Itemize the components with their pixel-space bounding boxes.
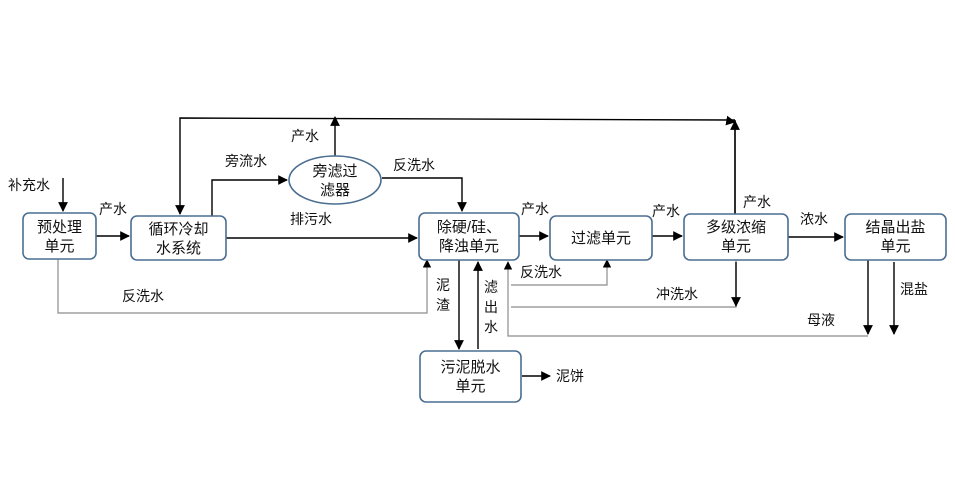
label-product1: 产水 (99, 201, 127, 217)
bypass-arrow (211, 175, 288, 216)
label-filtrate-c: 水 (484, 319, 498, 335)
label-product3: 产水 (652, 203, 680, 219)
top-recycle-return (175, 117, 735, 215)
softening-line-2: 降浊单元 (439, 238, 499, 255)
concentrate-line-1: 多级浓缩 (706, 219, 766, 236)
label-backwash-pre: 反洗水 (122, 288, 164, 304)
label-cake: 泥饼 (556, 368, 584, 384)
sludge-line-1: 污泥脱水 (440, 359, 500, 376)
softening-line-1: 除硬/硅、 (437, 219, 501, 236)
label-brine: 浓水 (800, 211, 828, 227)
sidefilter-unit: 旁滤过 滤器 (288, 155, 382, 205)
mother-liquor-line (503, 261, 868, 337)
label-makeup: 补充水 (8, 177, 50, 193)
backwash-filter-arrow (511, 259, 612, 286)
label-filtrate-a: 滤 (484, 279, 498, 295)
label-flush: 冲洗水 (656, 286, 698, 302)
label-product-top: 产水 (291, 128, 319, 144)
filter-unit: 过滤单元 (549, 215, 653, 261)
backwash-side-arrow (382, 177, 467, 212)
label-blowdown: 排污水 (290, 211, 332, 227)
cooling-line-1: 循环冷却 (148, 221, 208, 238)
label-product4: 产水 (743, 194, 771, 210)
label-sludge-a: 泥 (436, 277, 450, 293)
label-backwash-side: 反洗水 (393, 157, 435, 173)
label-backwash-filter: 反洗水 (520, 264, 562, 280)
softening-unit: 除硬/硅、 降浊单元 (418, 212, 520, 261)
concentrate-line-2: 单元 (721, 238, 751, 255)
sidefilter-line-2: 滤器 (320, 182, 350, 199)
label-sludge-b: 渣 (436, 297, 450, 313)
label-mixsalt: 混盐 (900, 281, 928, 297)
crystal-unit: 结晶出盐 单元 (844, 213, 947, 261)
label-bypass: 旁流水 (225, 153, 267, 169)
cooling-line-2: 水系统 (156, 240, 201, 257)
label-product2: 产水 (521, 201, 549, 217)
cooling-unit: 循环冷却 水系统 (130, 215, 227, 261)
crystal-line-1: 结晶出盐 (865, 219, 925, 236)
sludge-line-2: 单元 (455, 378, 485, 395)
filter-line-1: 过滤单元 (571, 230, 631, 247)
sidefilter-line-1: 旁滤过 (312, 163, 357, 180)
label-mother: 母液 (807, 312, 835, 328)
concentrate-unit: 多级浓缩 单元 (683, 213, 789, 261)
crystal-line-2: 单元 (880, 238, 910, 255)
label-filtrate-b: 出 (484, 299, 498, 315)
sludge-unit: 污泥脱水 单元 (419, 350, 522, 403)
pretreat-line-1: 预处理 (37, 219, 82, 236)
pretreat-unit: 预处理 单元 (22, 212, 97, 260)
backwash-pre-arrow (57, 259, 432, 314)
pretreat-line-2: 单元 (44, 238, 74, 255)
